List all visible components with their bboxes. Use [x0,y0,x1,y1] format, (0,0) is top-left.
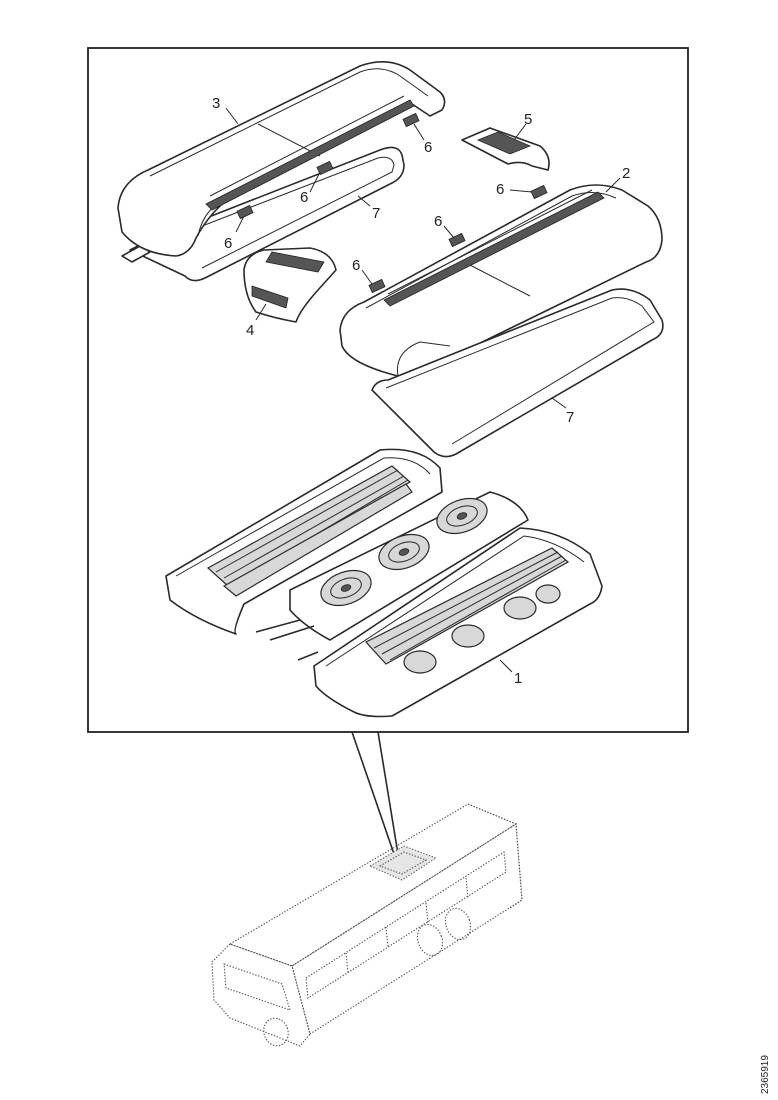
gasket-left [121,146,405,282]
callout-6-a: 6 [424,139,432,156]
base-unit [165,448,603,718]
callout-6-f: 6 [352,257,360,274]
leader-lines [225,107,621,673]
callout-7-a: 7 [372,205,380,222]
figure-reference: 2365919 [760,1055,771,1094]
gasket-right [371,288,664,458]
detail-pointer [351,731,399,855]
coil-block-left [206,465,413,597]
callout-6-c: 6 [224,235,232,252]
fan-1 [320,569,372,607]
callout-6-d: 6 [496,181,504,198]
fan-3 [436,497,488,535]
cover-upper-right [339,184,663,382]
cover-upper-left [117,61,446,257]
callout-5: 5 [524,111,532,128]
bus-illustration [211,803,523,1047]
callout-4: 4 [246,322,254,339]
fan-2 [378,533,430,571]
callout-2: 2 [622,165,630,182]
callout-labels: 1 2 3 4 5 6 6 6 6 6 6 7 7 [212,95,630,687]
callout-3: 3 [212,95,220,112]
callout-6-b: 6 [300,189,308,206]
callout-1: 1 [514,670,522,687]
cover-piece-5 [461,127,550,171]
callout-7-b: 7 [566,409,574,426]
latches [236,112,548,294]
detail-frame [87,47,689,733]
cover-piece-4 [243,247,337,323]
coil-block-right [365,547,570,674]
callout-6-e: 6 [434,213,442,230]
